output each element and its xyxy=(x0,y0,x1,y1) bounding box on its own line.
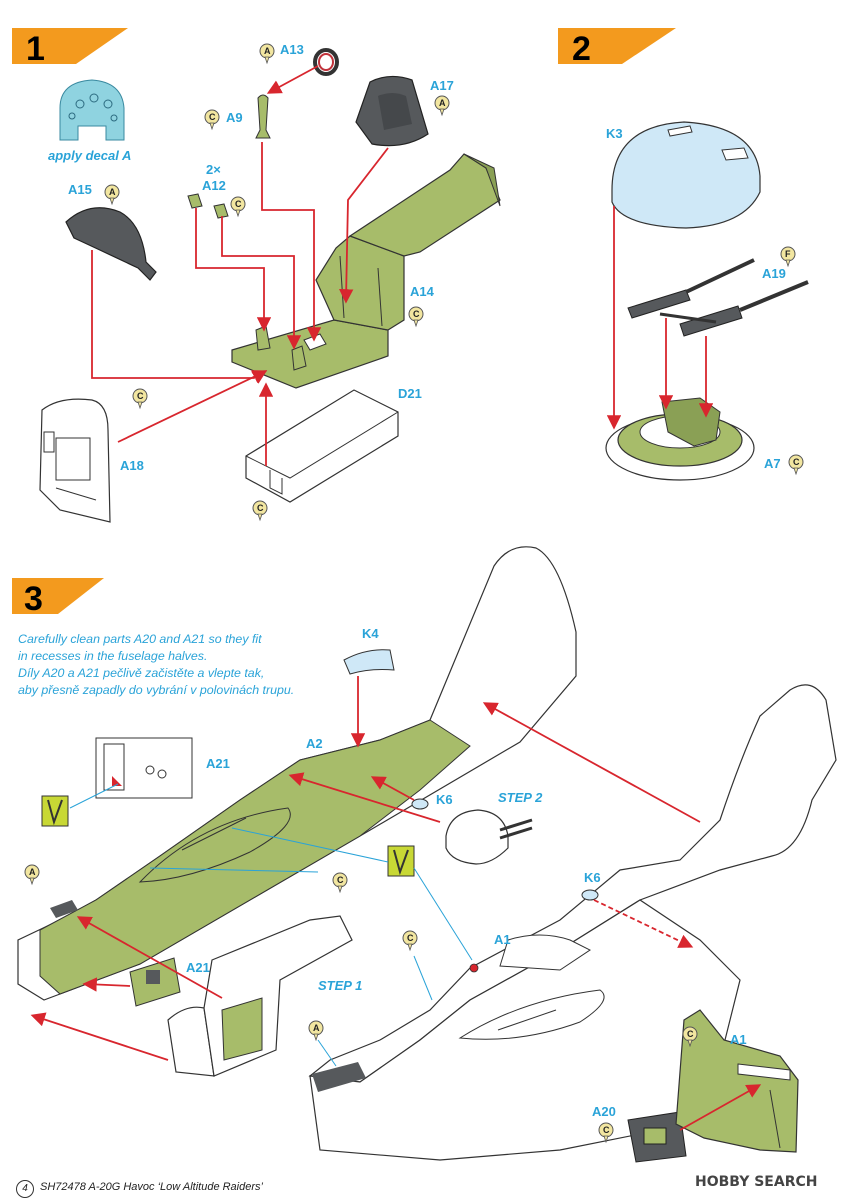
badge-fuselage-c2: C xyxy=(402,930,418,951)
label-a9: A9 xyxy=(226,110,243,125)
badge-a15: A xyxy=(104,184,120,205)
badge-a19: F xyxy=(780,246,796,267)
note-line-3: Díly A20 a A21 pečlivě začistěte a vlept… xyxy=(18,666,265,680)
label-apply-decal: apply decal A xyxy=(48,148,132,163)
label-a19: A19 xyxy=(762,266,786,281)
label-a14: A14 xyxy=(410,284,434,299)
part-a17-seat xyxy=(355,75,429,147)
label-a7: A7 xyxy=(764,456,781,471)
cut-marker-left xyxy=(41,795,69,827)
label-a15: A15 xyxy=(68,182,92,197)
cut-marker-center xyxy=(387,845,415,877)
part-a18-bulkhead xyxy=(39,398,111,523)
svg-text:F: F xyxy=(785,249,791,259)
label-2x: 2× xyxy=(206,162,221,177)
part-a14-cockpit-floor xyxy=(231,153,501,389)
part-a19-guns xyxy=(627,258,809,337)
svg-text:C: C xyxy=(257,503,264,513)
note-line-1: Carefully clean parts A20 and A21 so the… xyxy=(18,632,262,646)
badge-a13: A xyxy=(259,43,275,64)
page-number: 4 xyxy=(16,1180,34,1198)
label-a20: A20 xyxy=(592,1104,616,1119)
part-a13-sight xyxy=(313,48,339,76)
label-a21-bottom: A21 xyxy=(186,960,210,975)
svg-text:C: C xyxy=(687,1029,694,1039)
badge-a17: A xyxy=(434,95,450,116)
label-a1-right: A1 xyxy=(730,1032,747,1047)
part-a1-fuselage xyxy=(308,684,837,1161)
step-1-banner: 1 xyxy=(12,28,128,68)
badge-a18: C xyxy=(132,388,148,409)
svg-text:A: A xyxy=(29,867,36,877)
footer-title: SH72478 A-20G Havoc ‘Low Altitude Raider… xyxy=(40,1181,263,1193)
part-d21-channel xyxy=(245,389,399,503)
step-3-arrows xyxy=(30,676,762,1131)
badge-a1-right: C xyxy=(682,1026,698,1047)
note-line-4: aby přesně zapadly do vybrání v poloviná… xyxy=(18,683,295,697)
inset-a21-detail xyxy=(95,737,193,799)
svg-text:C: C xyxy=(235,199,242,209)
svg-text:C: C xyxy=(407,933,414,943)
part-k4-window xyxy=(343,649,395,675)
part-k6-window-right xyxy=(581,889,599,901)
turret-assembly-ref xyxy=(445,809,533,865)
badge-a14: C xyxy=(408,306,424,327)
svg-text:A: A xyxy=(109,187,116,197)
label-k6-left: K6 xyxy=(436,792,453,807)
label-k4: K4 xyxy=(362,626,379,641)
svg-text:C: C xyxy=(137,391,144,401)
svg-text:C: C xyxy=(337,875,344,885)
label-k3: K3 xyxy=(606,126,623,141)
label-a1-fuselage: A1 xyxy=(494,932,511,947)
badge-fuselage-a2: A xyxy=(308,1020,324,1041)
part-a9-control-stick xyxy=(255,94,271,139)
step-2-banner: 2 xyxy=(558,28,676,68)
label-a12: A12 xyxy=(202,178,226,193)
badge-a12: C xyxy=(230,196,246,217)
badge-fuselage-c1: C xyxy=(332,872,348,893)
badge-a7: C xyxy=(788,454,804,475)
svg-text:A: A xyxy=(313,1023,320,1033)
svg-text:C: C xyxy=(793,457,800,467)
step-3-leader-lines xyxy=(69,783,473,1067)
step-1-number: 1 xyxy=(26,30,45,68)
step-2-number: 2 xyxy=(572,30,591,68)
part-a1-inner-half xyxy=(675,1009,799,1153)
badge-d21: C xyxy=(252,500,268,521)
badge-a9: C xyxy=(204,109,220,130)
part-a15-instrument-hood xyxy=(65,207,157,281)
watermark: HOBBY SEARCH xyxy=(695,1174,818,1190)
step-1-arrows xyxy=(91,65,389,466)
instrument-panel-decal xyxy=(59,79,125,141)
label-step1-ref: STEP 1 xyxy=(318,978,363,993)
label-a2: A2 xyxy=(306,736,323,751)
part-a12-pedals xyxy=(187,193,229,219)
step-3-number: 3 xyxy=(24,580,43,618)
part-k3-turret-dome xyxy=(611,121,761,229)
label-step2-ref: STEP 2 xyxy=(498,790,543,805)
label-d21: D21 xyxy=(398,386,422,401)
label-a17: A17 xyxy=(430,78,454,93)
part-k6-window-left xyxy=(411,798,429,810)
label-a13: A13 xyxy=(280,42,304,57)
note-line-2: in recesses in the fuselage halves. xyxy=(18,649,208,663)
part-a20 xyxy=(627,1111,687,1163)
svg-text:C: C xyxy=(603,1125,610,1135)
step-3-note: Carefully clean parts A20 and A21 so the… xyxy=(18,631,294,699)
svg-text:A: A xyxy=(439,98,446,108)
label-a18: A18 xyxy=(120,458,144,473)
label-a21-top: A21 xyxy=(206,756,230,771)
svg-text:C: C xyxy=(413,309,420,319)
part-a7-turret-ring xyxy=(605,397,755,481)
cockpit-assembly-ref xyxy=(167,915,353,1077)
badge-fuselage-a1: A xyxy=(24,864,40,885)
step-3-banner: 3 xyxy=(12,578,104,618)
step-2-arrows xyxy=(606,206,714,430)
svg-text:C: C xyxy=(209,112,216,122)
svg-text:A: A xyxy=(264,46,271,56)
badge-a20: C xyxy=(598,1122,614,1143)
label-k6-right: K6 xyxy=(584,870,601,885)
